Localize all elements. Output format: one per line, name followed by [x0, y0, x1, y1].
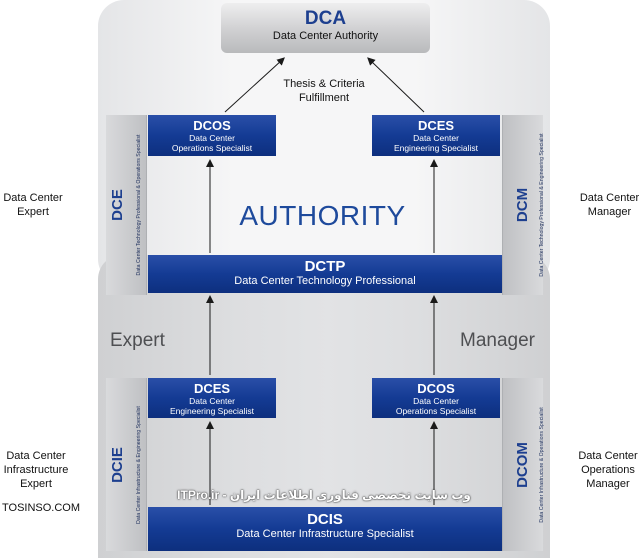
dce-desc: Data Center Technology Professional & Op…	[136, 134, 142, 276]
dces-top-title: DCES	[417, 118, 455, 133]
dcos-bottom-line2: Operations Specialist	[395, 406, 477, 416]
dcie-code: DCIE	[109, 446, 126, 483]
expert-section-label: Expert	[110, 330, 165, 351]
dces-bottom-line1: Data Center	[189, 396, 235, 406]
side-label-dce: Data Center Expert	[3, 192, 63, 218]
dcis-title: DCIS	[307, 511, 343, 528]
dcos-top-line1: Data Center	[189, 133, 235, 143]
watermark-tosinso: TOSINSO.COM	[2, 502, 81, 514]
authority-heading: AUTHORITY	[239, 200, 406, 231]
dces-bottom-line2: Engineering Specialist	[169, 406, 255, 416]
dctp-subtitle: Data Center Technology Professional	[234, 275, 416, 287]
dcos-bottom-box: DCOS Data Center Operations Specialist	[372, 378, 500, 418]
dcos-bottom-line1: Data Center	[413, 396, 459, 406]
dcom-desc: Data Center Infrastructure & Operations …	[539, 406, 545, 523]
thesis-label: Thesis & Criteria Fulfillment	[283, 78, 365, 104]
arrow-dces-to-dca	[367, 57, 425, 113]
dcie-strip: DCIE Data Center Infrastructure & Engine…	[106, 378, 147, 551]
dcom-strip: DCOM Data Center Infrastructure & Operat…	[502, 378, 545, 551]
dcm-strip: DCM Data Center Technology Professional …	[502, 115, 545, 295]
dces-top-line2: Engineering Specialist	[393, 143, 479, 153]
side-label-dcom: Data Center Operations Manager	[578, 450, 638, 490]
dce-code: DCE	[109, 189, 126, 221]
dca-title: DCA	[304, 8, 347, 29]
arrow-dcos-to-dca	[224, 57, 285, 113]
dca-box: DCA Data Center Authority	[221, 3, 430, 53]
watermark-itpro: ITPro.ir - وب سایت تخصصی فناوری اطلاعات …	[177, 488, 471, 502]
dce-strip: DCE Data Center Technology Professional …	[106, 115, 147, 295]
side-label-dcie: Data Center Infrastructure Expert	[3, 450, 69, 490]
dctp-box: DCTP Data Center Technology Professional	[148, 255, 502, 293]
dcos-top-line2: Operations Specialist	[171, 143, 253, 153]
dces-bottom-box: DCES Data Center Engineering Specialist	[148, 378, 276, 418]
dces-top-box: DCES Data Center Engineering Specialist	[372, 115, 500, 156]
side-label-dcm: Data Center Manager	[579, 192, 640, 218]
dca-subtitle: Data Center Authority	[272, 30, 379, 42]
dcis-subtitle: Data Center Infrastructure Specialist	[236, 528, 414, 540]
dcis-box: DCIS Data Center Infrastructure Speciali…	[148, 507, 502, 551]
dcm-desc: Data Center Technology Professional & En…	[539, 133, 545, 277]
dces-bottom-title: DCES	[193, 381, 231, 396]
dctp-title: DCTP	[304, 258, 346, 275]
dces-top-line1: Data Center	[413, 133, 459, 143]
dcos-bottom-title: DCOS	[417, 381, 455, 396]
dcos-top-title: DCOS	[193, 118, 231, 133]
dcie-desc: Data Center Infrastructure & Engineering…	[136, 405, 142, 524]
dcos-top-box: DCOS Data Center Operations Specialist	[148, 115, 276, 156]
manager-section-label: Manager	[460, 330, 535, 351]
